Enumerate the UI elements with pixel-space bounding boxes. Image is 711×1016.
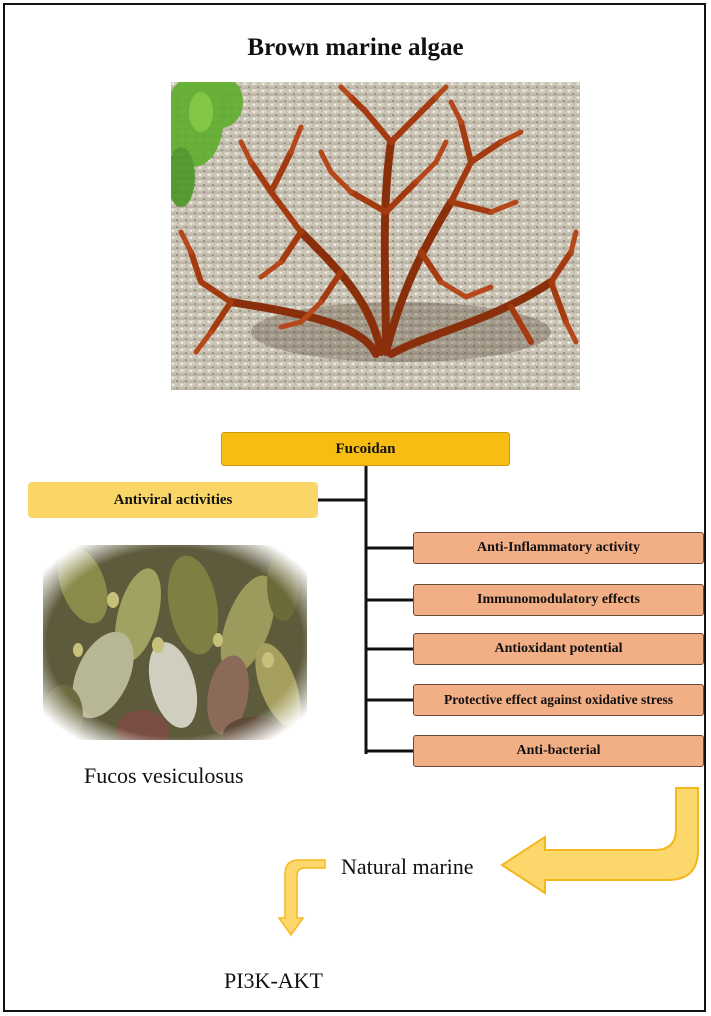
- anti-bacterial-box: Anti-bacterial: [413, 735, 704, 767]
- pi3k-akt-caption: PI3K-AKT: [224, 968, 323, 994]
- curved-arrow-small: [279, 860, 325, 935]
- antiviral-activities-box: Antiviral activities: [28, 482, 318, 518]
- antioxidant-box: Antioxidant potential: [413, 633, 704, 665]
- fucos-caption: Fucos vesiculosus: [84, 763, 244, 789]
- fucoidan-box: Fucoidan: [221, 432, 510, 466]
- immunomodulatory-box: Immunomodulatory effects: [413, 584, 704, 616]
- protective-effect-box: Protective effect against oxidative stre…: [413, 684, 704, 716]
- natural-marine-caption: Natural marine: [341, 854, 474, 880]
- anti-inflammatory-box: Anti-Inflammatory activity: [413, 532, 704, 564]
- curved-arrow-large: [502, 788, 698, 893]
